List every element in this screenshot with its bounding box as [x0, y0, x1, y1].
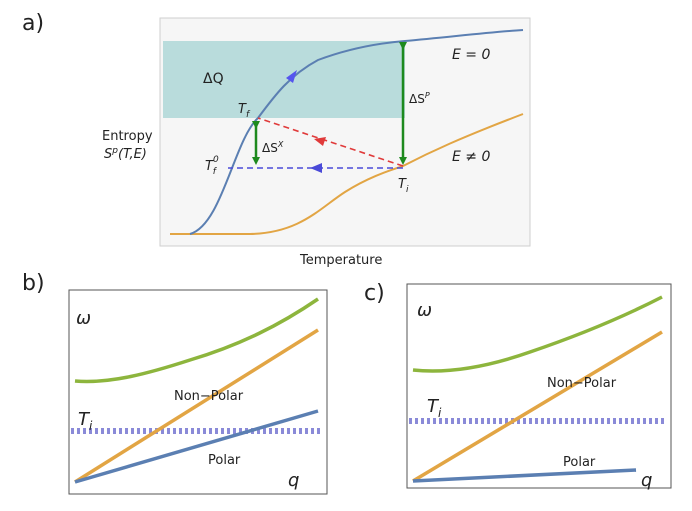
- panel-b-q: q: [288, 470, 299, 491]
- panel-c-frame: [406, 283, 672, 489]
- panel-c-label: c): [364, 281, 385, 306]
- entropy-curve-e-nonzero: [170, 113, 524, 235]
- y-axis-title-line2: Sp(T,E): [104, 146, 147, 162]
- e-nonzero-label: E ≠ 0: [452, 149, 490, 165]
- delta-sx-label: ΔSX: [262, 140, 284, 155]
- panel-c-polar-line: [412, 468, 637, 483]
- panel-c-nonpolar-line: [412, 330, 663, 483]
- panel-c-ti: Ti: [427, 396, 442, 420]
- ti-label: Ti: [398, 177, 409, 195]
- e-zero-label: E = 0: [452, 47, 490, 63]
- panel-b-green-curve: [74, 297, 319, 384]
- panel-c-green-curve: [412, 295, 663, 373]
- panel-b-nonpolar-line: [74, 328, 319, 484]
- tf-label: Tf: [238, 102, 251, 120]
- blue-curve-arrowhead: [286, 70, 297, 83]
- panel-b-polar-label: Polar: [208, 453, 241, 468]
- delta-sp-label: ΔSP: [409, 91, 430, 106]
- red-dashed-path: [257, 117, 404, 167]
- panel-c-omega: ω: [417, 300, 432, 321]
- panel-b-nonpolar-label: Non−Polar: [174, 389, 244, 404]
- red-dashed-arrowhead: [314, 137, 326, 146]
- panel-b-ti: Ti: [78, 409, 93, 433]
- x-axis-title: Temperature: [299, 253, 382, 268]
- panel-c-polar-label: Polar: [563, 455, 596, 470]
- panel-c-q: q: [641, 470, 652, 491]
- delta-q-region: [163, 41, 405, 118]
- panel-b-polar-line: [74, 409, 319, 484]
- delta-q-label: ΔQ: [203, 71, 224, 87]
- panel-b-label: b): [22, 271, 45, 296]
- y-axis-title-line1: Entropy: [102, 129, 153, 144]
- panel-a-label: a): [22, 11, 44, 36]
- panel-c-nonpolar-label: Non−Polar: [547, 376, 617, 391]
- blue-dashed-arrowhead: [310, 163, 322, 173]
- panel-b-omega: ω: [76, 308, 91, 329]
